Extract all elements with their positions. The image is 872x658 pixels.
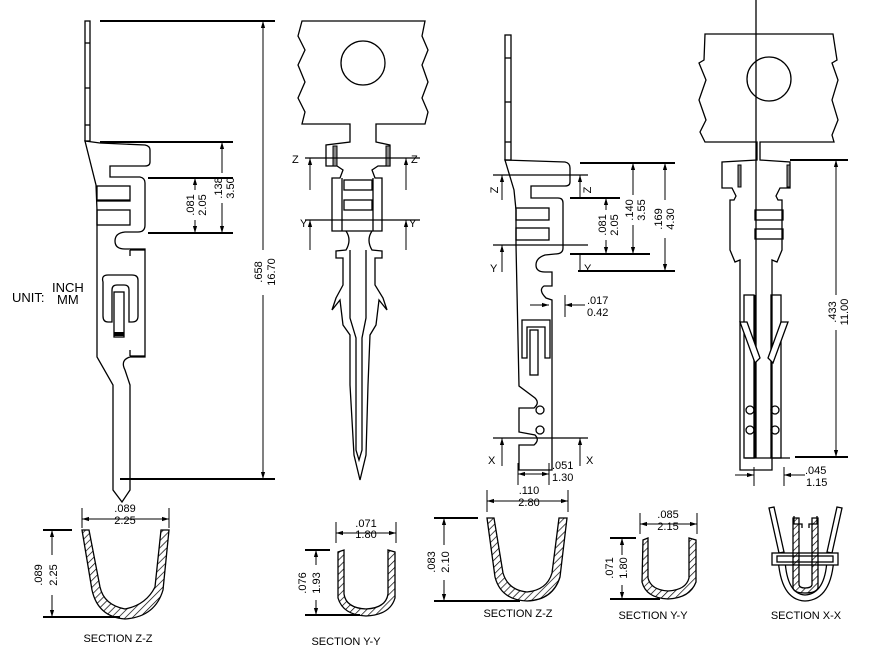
section-mark-z-left: Z: [292, 154, 299, 166]
f-section-z-left: Z: [489, 186, 501, 193]
s4-width-inch: .085: [657, 509, 678, 521]
section-mark-y-left: Y: [300, 218, 308, 230]
f-insulation-barrel-mm: 2.05: [609, 214, 621, 235]
s4-height-inch: .071: [604, 557, 616, 578]
section-x-x: SECTION X-X: [768, 506, 843, 622]
s3-width-mm: 2.80: [518, 497, 539, 509]
s1-width-mm: 2.25: [114, 515, 135, 527]
contact-width-inch: .051: [552, 460, 573, 472]
insulation-barrel-inch: .081: [185, 194, 197, 215]
contact-width-mm: 1.30: [552, 472, 573, 484]
s4-height-mm: 1.80: [618, 557, 630, 578]
thickness-inch: .017: [587, 295, 608, 307]
s1-width-inch: .089: [114, 503, 135, 515]
s1-height-mm: 2.25: [48, 564, 60, 585]
male-body-outline: [84, 140, 151, 504]
f-section-x-right: X: [586, 455, 594, 467]
section-mark-y-right: Y: [409, 218, 417, 230]
f-contact-width-mm: 1.15: [806, 477, 827, 489]
f-section-x-left: X: [488, 455, 496, 467]
s4-width-mm: 2.15: [657, 521, 678, 533]
f-total-barrel-inch: .169: [653, 208, 665, 229]
s3-height-mm: 2.10: [440, 551, 452, 572]
section-y-y-female: .085 2.15 .071 1.80 SECTION Y-Y: [604, 509, 698, 622]
crimp-to-tab-mm: 3.50: [225, 177, 237, 198]
f-total-barrel-mm: 4.30: [665, 208, 677, 229]
unit-label: UNIT:: [12, 290, 45, 305]
female-body-outline: [504, 159, 571, 471]
s2-height-inch: .076: [297, 572, 309, 593]
s3-width-inch: .110: [519, 485, 540, 497]
male-top-view: Z Z Y Y: [292, 20, 429, 481]
s1-height-inch: .089: [33, 564, 45, 585]
contact-length-inch: .433: [827, 301, 839, 322]
f-crimp-to-tab-inch: .140: [624, 199, 636, 220]
f-section-y-right: Y: [584, 263, 592, 275]
carrier-strip: [297, 20, 429, 232]
f-section-y-left: Y: [490, 263, 498, 275]
unit-legend: UNIT: INCH MM: [12, 280, 84, 307]
contact-length-mm: 11.00: [839, 299, 851, 326]
crimp-to-tab-inch: .138: [213, 177, 225, 198]
s2-title: SECTION Y-Y: [311, 636, 381, 648]
f-section-z-right: Z: [582, 186, 594, 193]
s2-width-inch: .071: [355, 518, 376, 530]
thickness-mm: 0.42: [587, 307, 608, 319]
section-z-z-female: .110 2.80 .083 2.10 SECTION Z-Z: [426, 485, 569, 620]
unit-primary: INCH: [52, 280, 84, 295]
s2-width-mm: 1.80: [355, 529, 376, 541]
section-mark-z-right: Z: [411, 154, 418, 166]
section-y-y-male: .071 1.80 .076 1.93 SECTION Y-Y: [297, 518, 397, 648]
s2-height-mm: 1.93: [311, 572, 323, 593]
male-side-view: .658 16.70 .138 3.50 .081 2.05: [84, 20, 278, 504]
s3-title: SECTION Z-Z: [483, 608, 552, 620]
f-insulation-barrel-inch: .081: [597, 214, 609, 235]
overall-length-mm: 16.70: [266, 258, 278, 286]
female-top-view: .433 11.00 .045 1.15: [698, 0, 851, 489]
f-crimp-to-tab-mm: 3.55: [636, 199, 648, 220]
tab-strip: [84, 20, 91, 142]
f-contact-width-inch: .045: [805, 465, 826, 477]
pilot-hole: [340, 40, 386, 86]
s3-height-inch: .083: [426, 551, 438, 572]
s1-title: SECTION Z-Z: [83, 633, 152, 645]
s4-title: SECTION Y-Y: [618, 610, 688, 622]
female-side-view: .140 3.55 .081 2.05 .169 4.30 Z Z Y Y .0…: [488, 34, 677, 485]
unit-secondary: MM: [57, 292, 79, 307]
overall-length-inch: .658: [253, 261, 265, 282]
f-pilot-hole: [746, 56, 792, 102]
insulation-barrel-mm: 2.05: [197, 194, 209, 215]
section-z-z-male: .089 2.25 .089 2.25 SECTION Z-Z: [33, 503, 170, 645]
s5-title: SECTION X-X: [771, 610, 842, 622]
